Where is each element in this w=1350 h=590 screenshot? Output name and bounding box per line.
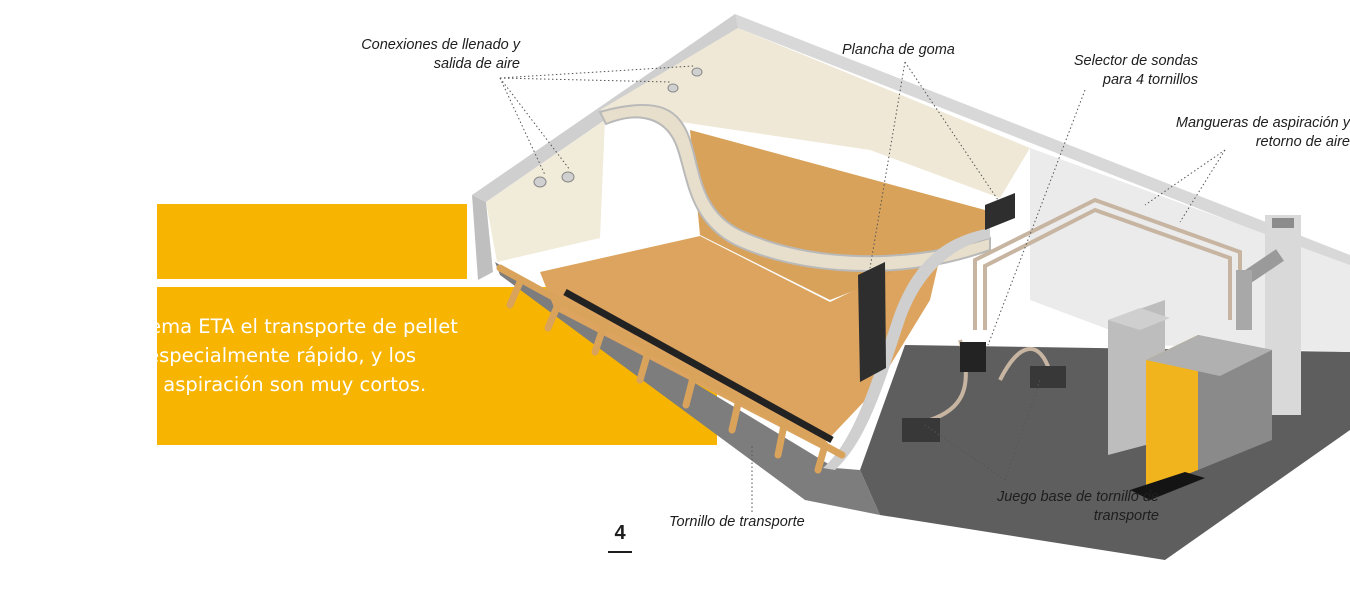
page-number-underline [608, 551, 632, 553]
storage-left-wall [486, 120, 605, 262]
auger-base-left [902, 418, 940, 442]
boiler-side [1146, 335, 1198, 490]
outer-wall-left-face [472, 195, 493, 280]
label-fill-connections: Conexiones de llenado y salida de aire [361, 37, 520, 72]
fill-connection-pipes [533, 67, 703, 188]
outer-wall-right-top [730, 14, 1350, 268]
boiler-room-back-wall [1030, 148, 1350, 352]
page-number: 4 [614, 522, 626, 544]
boiler-base [1130, 472, 1205, 500]
label-probe-selector: Selector de sondas para 4 tornillos [1073, 53, 1198, 88]
probe-selector-box [960, 342, 986, 372]
storage-back-wall [600, 28, 1030, 198]
label-rubber-sheet: Plancha de goma [842, 42, 955, 58]
leader-lines [499, 61, 1226, 512]
pellet-slope-front [540, 236, 942, 448]
wooden-slats [496, 264, 846, 474]
label-auger-base: Juego base de tornillo de transporte [996, 489, 1159, 524]
accent-band-top [157, 204, 467, 279]
rubber-sheet-right [985, 193, 1015, 230]
label-air-hoses: Mangueras de aspiración y retorno de air… [1175, 115, 1350, 150]
auger-base-right [1030, 366, 1066, 388]
storage-front-wall [823, 228, 990, 470]
auger-tube [563, 288, 834, 444]
rubber-sheet-left [858, 262, 886, 382]
label-transport-screw: Tornillo de transporte [669, 514, 805, 530]
intro-text: Con el sistema ETA el transporte de pell… [48, 315, 458, 396]
